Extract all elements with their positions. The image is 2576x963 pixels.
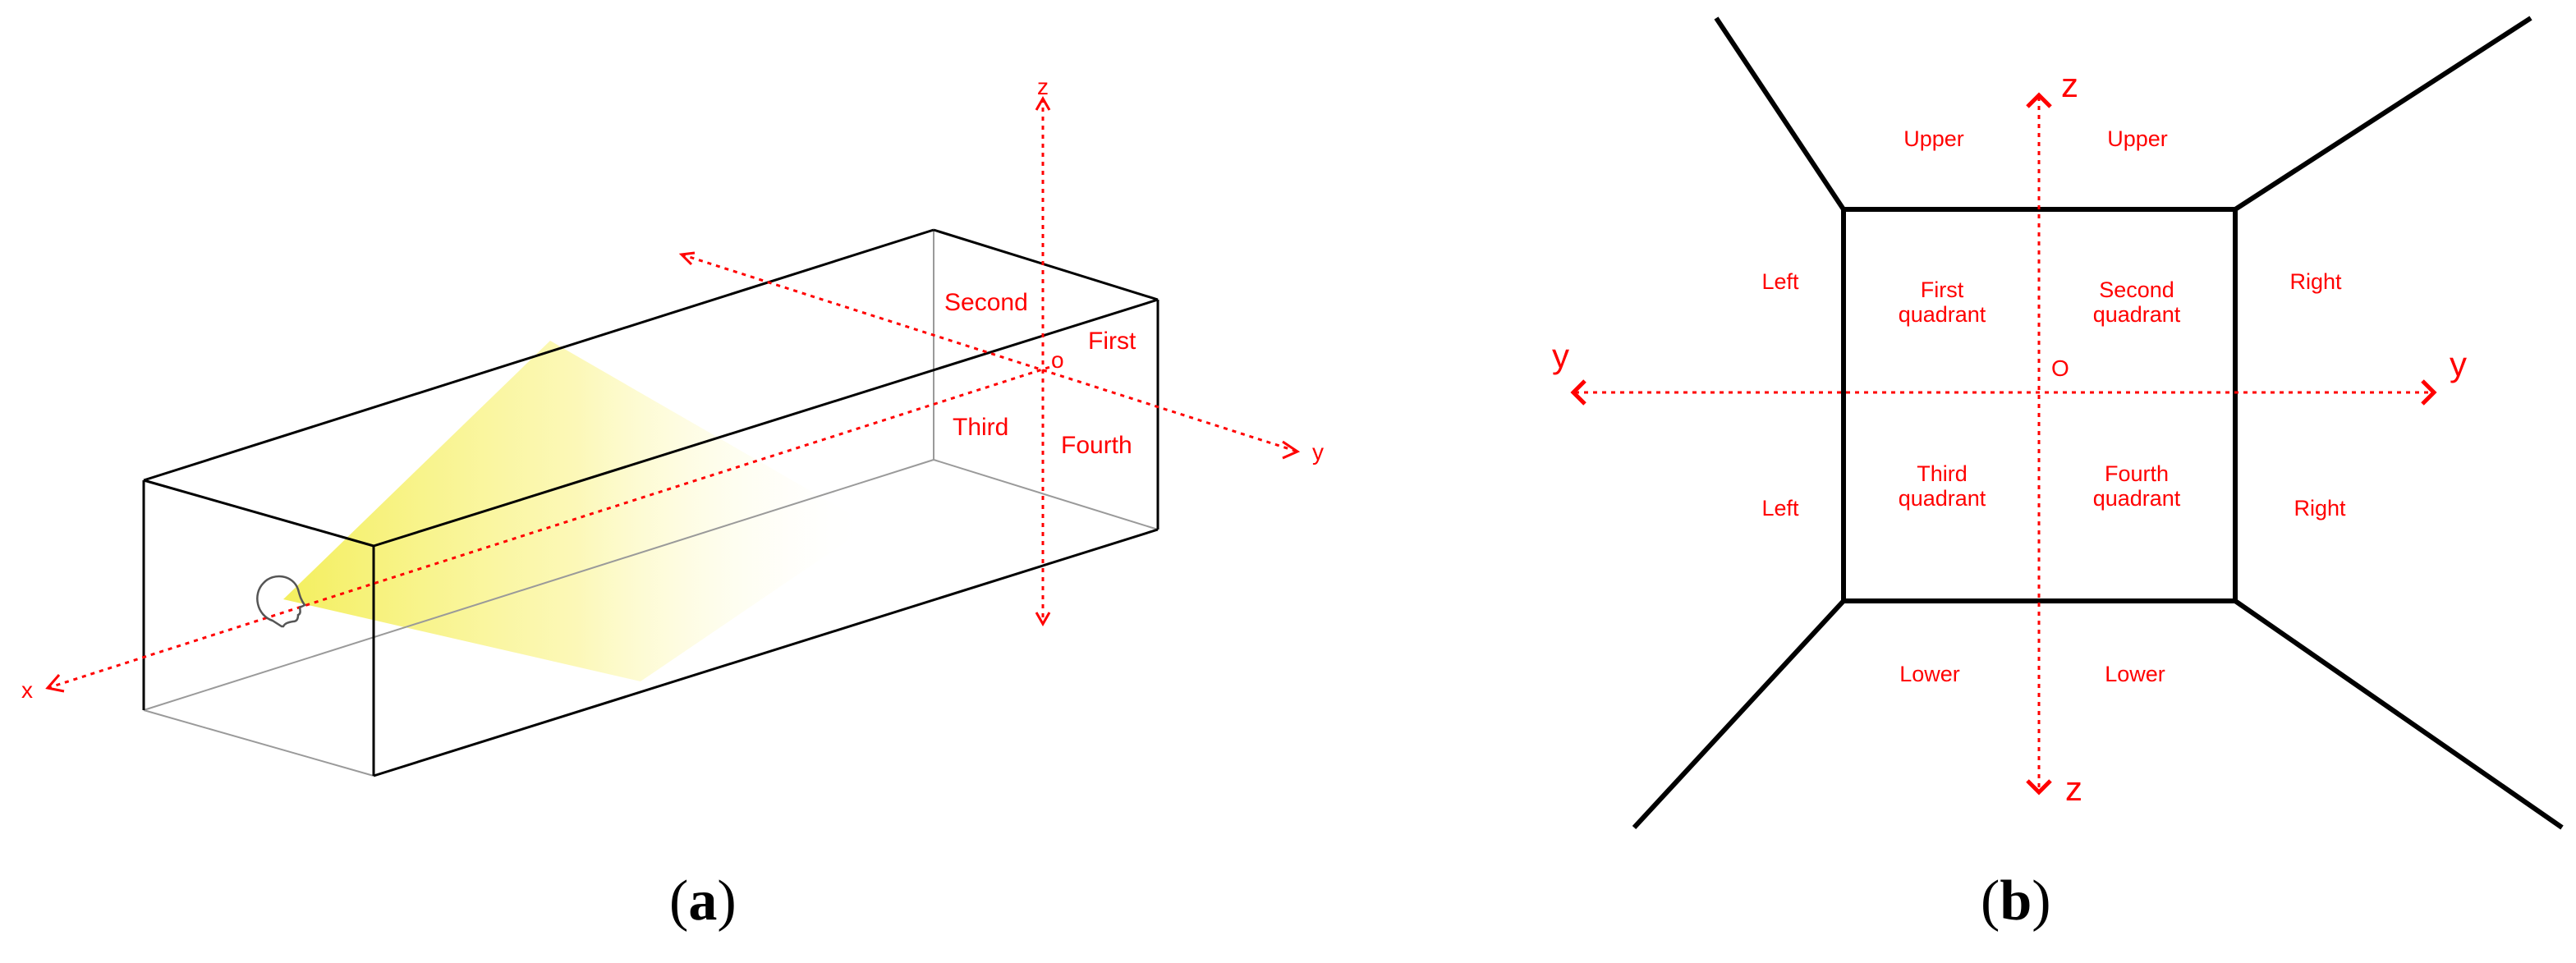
panel-a: Second First Third Fourth o x y z (a) — [21, 74, 1324, 933]
region-lower-right: Lower — [2105, 662, 2165, 686]
quadrant-second-line2: quadrant — [2093, 302, 2181, 327]
quadrant-fourth-line2: quadrant — [2093, 486, 2181, 511]
quadrant-label-fourth: Fourth — [1061, 432, 1132, 459]
light-cone — [283, 341, 870, 681]
axis-arrowheads-b — [1570, 92, 2437, 796]
quadrant-second-line1: Second — [2099, 277, 2174, 302]
quadrant-label-third: Third — [953, 414, 1008, 441]
quadrant-label-second: Second — [944, 289, 1028, 316]
z-axis-label-bottom: z — [2065, 769, 2082, 808]
head-icon — [256, 575, 306, 628]
quadrant-third-line2: quadrant — [1899, 486, 1986, 511]
quadrant-fourth-line1: Fourth — [2105, 461, 2169, 486]
box-outline — [142, 228, 1159, 777]
region-lower-left: Lower — [1899, 662, 1960, 686]
quadrant-first-line1: First — [1921, 277, 1964, 302]
y-axis-label-right: y — [2450, 345, 2467, 383]
quadrant-label-first: First — [1088, 328, 1136, 355]
region-upper-right: Upper — [2107, 126, 2168, 151]
y-axis-label: y — [1312, 439, 1324, 465]
region-right-top: Right — [2289, 269, 2342, 294]
y-axis-label-left: y — [1552, 337, 1569, 375]
origin-label-b: O — [2051, 355, 2069, 381]
x-axis-label: x — [21, 677, 33, 703]
z-axis-label-top: z — [2061, 66, 2078, 104]
origin-label-a: o — [1051, 347, 1064, 373]
axis-arrowheads-a — [45, 95, 1301, 693]
region-upper-left: Upper — [1903, 126, 1964, 151]
caption-a: (a) — [669, 869, 737, 933]
corridor-lines — [1632, 16, 2564, 830]
region-right-bottom: Right — [2294, 496, 2346, 520]
quadrant-third-line1: Third — [1917, 461, 1968, 486]
axes-b — [1575, 97, 2432, 791]
panel-b: y y z z O Upper Upper Left Left Right Ri… — [1552, 16, 2564, 933]
region-left-top: Left — [1761, 269, 1799, 294]
axes-a — [47, 99, 1298, 690]
quadrant-first-line2: quadrant — [1899, 302, 1986, 327]
z-axis-label: z — [1037, 74, 1049, 99]
box-hidden-edges — [143, 230, 1159, 777]
region-left-bottom: Left — [1761, 496, 1799, 520]
caption-b: (b) — [1981, 869, 2051, 933]
